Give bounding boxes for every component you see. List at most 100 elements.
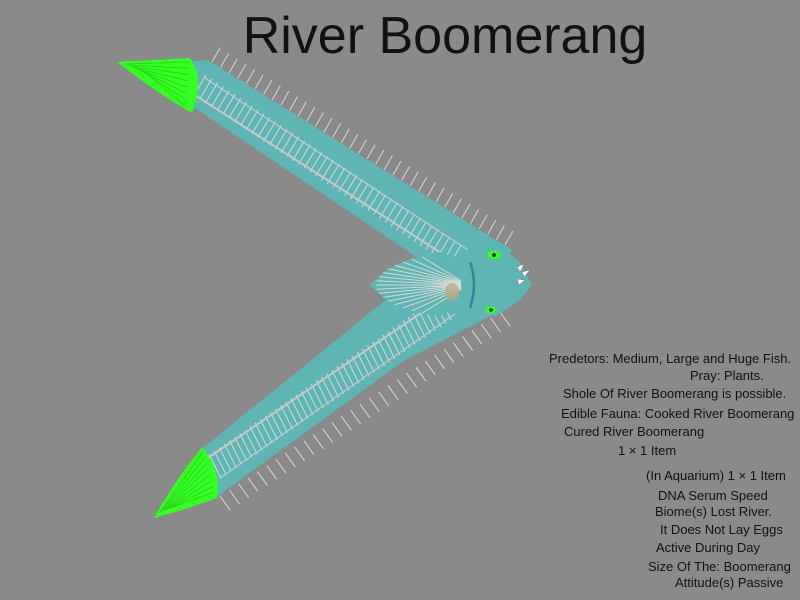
spine-bristle xyxy=(271,85,281,100)
rib-line xyxy=(199,78,213,100)
spine-bristle xyxy=(406,373,418,388)
teeth xyxy=(516,263,531,286)
page-title: River Boomerang xyxy=(242,7,648,65)
spine-bristle xyxy=(332,123,342,138)
spine-bristle xyxy=(415,366,427,382)
rib-line xyxy=(331,369,345,395)
fan-rib xyxy=(388,268,469,286)
spine-bristle xyxy=(444,193,454,208)
rib-line xyxy=(249,426,263,451)
spine-bristle xyxy=(237,63,247,79)
rib-line xyxy=(305,387,319,412)
spine-bristle xyxy=(396,379,408,394)
spine-bristle xyxy=(418,176,428,192)
spine-bristle xyxy=(443,348,455,364)
fin-ray xyxy=(165,474,211,511)
spine-bristle xyxy=(306,106,316,122)
lower-tail-fin-rays xyxy=(159,451,216,513)
spine-bristle xyxy=(434,354,446,370)
rib-line xyxy=(244,429,258,455)
spine-bristle xyxy=(297,101,307,117)
info-edible: Edible Fauna: Cooked River Boomerang xyxy=(561,406,795,421)
rib-line xyxy=(229,440,242,465)
spine-bristle xyxy=(349,133,359,149)
rib-line xyxy=(419,225,433,246)
spine-bristle xyxy=(246,69,255,84)
spine-bristle xyxy=(424,360,436,376)
rib-line xyxy=(239,105,253,127)
rib-line xyxy=(310,383,324,409)
spine-bristle xyxy=(401,166,411,181)
fan-rib xyxy=(421,256,469,286)
spine-bristle xyxy=(480,323,492,339)
spine-bristle xyxy=(275,458,287,474)
rib-line xyxy=(295,394,309,419)
info-cured: Cured River Boomerang xyxy=(564,424,705,439)
rib-line xyxy=(239,433,253,458)
lower-eye xyxy=(485,306,497,314)
rib-line xyxy=(351,355,365,381)
rib-line xyxy=(275,408,288,433)
rib-line xyxy=(234,101,247,123)
spine-bristle xyxy=(378,391,390,407)
rib-line xyxy=(341,362,355,388)
rib-line xyxy=(346,359,360,384)
spine-bristle xyxy=(495,225,505,240)
lower-arm-ribs xyxy=(203,295,456,483)
spine-bristle xyxy=(452,198,462,213)
rib-line xyxy=(213,450,227,476)
fan-rib xyxy=(411,284,469,312)
rib-line xyxy=(285,401,299,426)
fin-ray xyxy=(159,451,204,513)
rib-line xyxy=(336,366,350,391)
spine-bristle xyxy=(211,47,221,63)
info-biome: Biome(s) Lost River. xyxy=(655,504,773,519)
rib-line xyxy=(245,109,259,131)
rib-line xyxy=(315,380,329,405)
fin-ray xyxy=(144,71,186,107)
spine-bristle xyxy=(220,53,230,68)
rib-line xyxy=(425,229,439,250)
info-prey: Pray: Plants. xyxy=(690,368,764,383)
rib-line xyxy=(205,82,219,103)
fan-rib xyxy=(421,284,469,314)
spine-bristle xyxy=(219,495,231,511)
fin-ray xyxy=(130,65,189,75)
spine-bristle xyxy=(452,342,464,357)
info-active: Active During Day xyxy=(656,540,761,555)
info-predators: Predetors: Medium, Large and Huge Fish. xyxy=(549,351,792,366)
fan-rib xyxy=(402,261,469,286)
rib-line xyxy=(280,404,294,430)
spine-bristle xyxy=(312,434,324,449)
spine-bristle xyxy=(366,144,376,160)
rib-line xyxy=(303,148,317,169)
spine-bristle xyxy=(358,139,367,154)
rib-line xyxy=(280,132,294,154)
spine-bristle xyxy=(266,465,278,480)
rib-line xyxy=(268,124,282,146)
fan-rib xyxy=(411,258,469,286)
spine-bristle xyxy=(359,403,371,419)
rib-line xyxy=(216,90,230,111)
fin-ray xyxy=(127,64,190,69)
spine-bristle xyxy=(228,58,238,74)
spine-bristle xyxy=(471,330,483,345)
lower-arm-spines xyxy=(219,311,511,511)
spine-bristle xyxy=(284,452,296,468)
rib-line xyxy=(408,217,421,239)
rib-line xyxy=(218,447,232,472)
spine-bristle xyxy=(238,483,250,499)
spine-bristle xyxy=(499,311,511,327)
fin-ray xyxy=(168,485,214,509)
spine-bristle xyxy=(487,219,497,235)
spine-bristle xyxy=(462,336,474,351)
spine-bristle xyxy=(323,117,333,133)
spine-bristle xyxy=(435,187,445,203)
rib-line xyxy=(297,144,311,165)
rib-line xyxy=(274,128,288,150)
spine-bristle xyxy=(375,150,385,165)
fan-rib xyxy=(394,264,469,286)
rib-line xyxy=(254,422,268,448)
upper-tail-fin-rays xyxy=(124,61,191,107)
spine-bristle xyxy=(289,96,298,111)
